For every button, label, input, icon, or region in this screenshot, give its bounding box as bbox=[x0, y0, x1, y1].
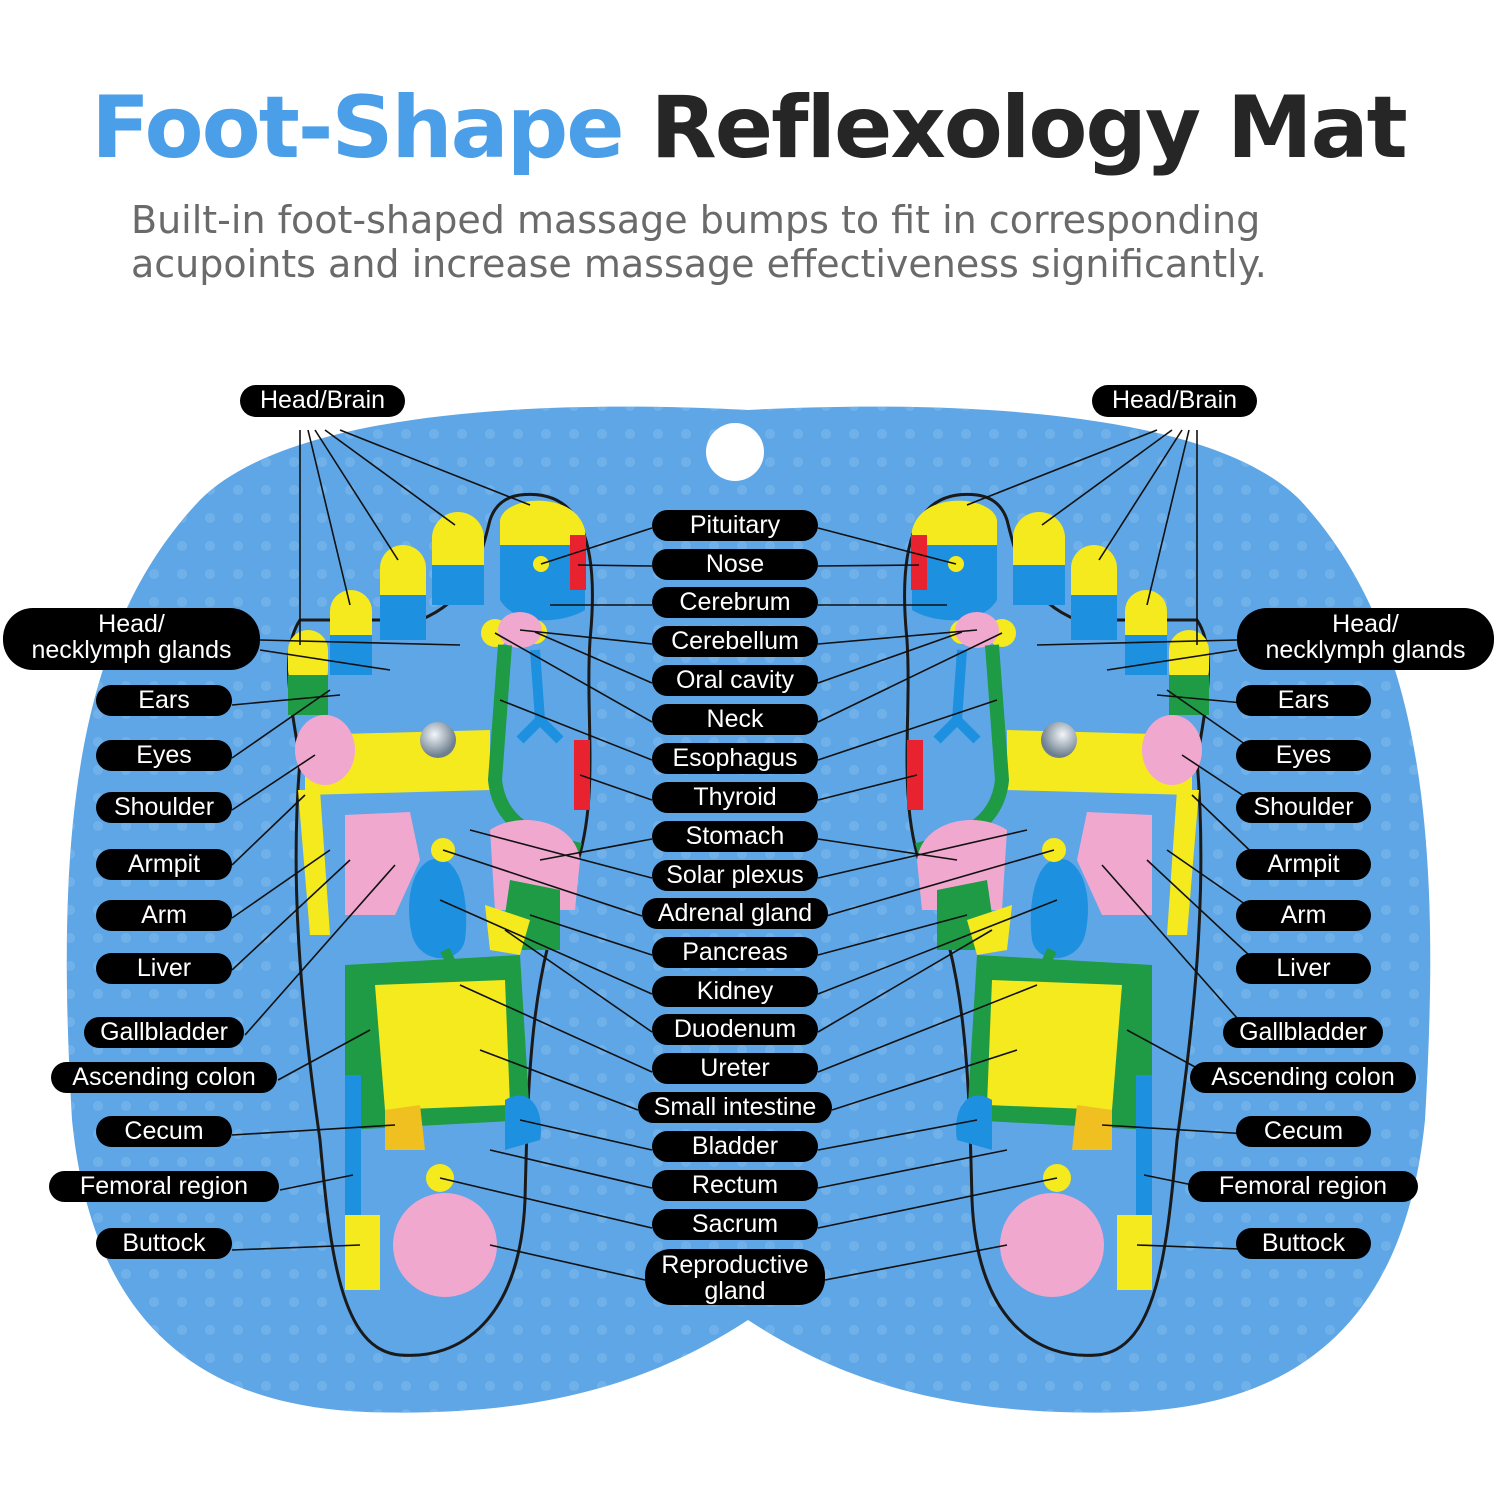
label-head-neck-line2-right: necklymph glands bbox=[1265, 636, 1466, 664]
label-reproductive-line1: Reproductive bbox=[661, 1251, 809, 1279]
label-head-neck-line1-right: Head/ bbox=[1332, 610, 1399, 638]
label-neck: Neck bbox=[652, 704, 818, 735]
right-big-toe-top bbox=[912, 500, 997, 545]
right-foot bbox=[903, 492, 1210, 1357]
right-duodenum-zone bbox=[967, 905, 1012, 955]
right-liver-zone bbox=[1077, 812, 1152, 915]
left-intestine-zone bbox=[375, 980, 510, 1110]
label-rectum: Rectum bbox=[652, 1170, 818, 1201]
right-thyroid-y bbox=[933, 649, 981, 744]
right-bladder-zone bbox=[956, 1095, 992, 1150]
left-arm-strip bbox=[298, 790, 330, 935]
right-eye-zone bbox=[1142, 715, 1202, 785]
label-cecum-right: Cecum bbox=[1236, 1116, 1371, 1147]
right-femoral-strip bbox=[1136, 1075, 1152, 1215]
right-kidney-zone bbox=[1030, 858, 1088, 959]
label-eyes-left: Eyes bbox=[96, 740, 232, 771]
label-stomach: Stomach bbox=[652, 821, 818, 852]
page-title: Foot-Shape Reflexology Mat bbox=[0, 78, 1497, 178]
leader-lines bbox=[231, 429, 1266, 1281]
label-duodenum: Duodenum bbox=[652, 1014, 818, 1045]
left-metal-ball bbox=[420, 722, 456, 758]
left-reproductive-zone bbox=[393, 1193, 497, 1297]
label-gallbladder-right: Gallbladder bbox=[1223, 1017, 1383, 1048]
right-cecum-zone bbox=[1072, 1105, 1112, 1150]
left-thyroid-y bbox=[516, 649, 564, 744]
label-adrenal-gland: Adrenal gland bbox=[642, 898, 828, 929]
left-bladder-zone bbox=[505, 1095, 541, 1150]
label-cerebrum: Cerebrum bbox=[652, 587, 818, 618]
right-toe-3-blue bbox=[1071, 595, 1117, 640]
label-head-neck-line2-left: necklymph glands bbox=[31, 636, 232, 664]
right-buttock-zone bbox=[1117, 1215, 1152, 1290]
left-liver-zone bbox=[345, 812, 420, 915]
label-reproductive-gland: Reproductive gland bbox=[645, 1249, 825, 1305]
label-head-brain-left: Head/Brain bbox=[240, 385, 405, 417]
label-buttock-left: Buttock bbox=[96, 1228, 232, 1259]
label-sacrum: Sacrum bbox=[652, 1209, 818, 1240]
label-thyroid: Thyroid bbox=[652, 782, 818, 813]
label-cecum-left: Cecum bbox=[96, 1116, 232, 1147]
label-armpit-right: Armpit bbox=[1236, 849, 1371, 880]
label-ascending-colon-left: Ascending colon bbox=[51, 1062, 277, 1093]
right-metal-ball bbox=[1041, 722, 1077, 758]
label-head-neck-glands-right: Head/ necklymph glands bbox=[1237, 608, 1494, 670]
label-oral-cavity: Oral cavity bbox=[652, 665, 818, 696]
label-esophagus: Esophagus bbox=[652, 743, 818, 774]
right-reproductive-zone bbox=[1000, 1193, 1104, 1297]
left-toe-3-blue bbox=[380, 595, 426, 640]
label-head-brain-right: Head/Brain bbox=[1092, 385, 1257, 417]
label-head-neck-line1-left: Head/ bbox=[98, 610, 165, 638]
left-toe-5-green bbox=[288, 675, 328, 715]
title-highlight: Foot-Shape bbox=[91, 78, 624, 178]
title-rest: Reflexology Mat bbox=[650, 78, 1408, 178]
subtitle-line-1: Built-in foot-shaped massage bumps to fi… bbox=[131, 198, 1261, 242]
label-liver-right: Liver bbox=[1236, 953, 1371, 984]
label-bladder: Bladder bbox=[652, 1131, 818, 1162]
label-armpit-left: Armpit bbox=[96, 849, 232, 880]
label-femoral-region-left: Femoral region bbox=[49, 1171, 279, 1202]
label-buttock-right: Buttock bbox=[1236, 1228, 1371, 1259]
left-toe-2-blue bbox=[432, 565, 484, 605]
label-shoulder-right: Shoulder bbox=[1236, 792, 1371, 823]
label-reproductive-line2: gland bbox=[704, 1277, 766, 1305]
left-foot bbox=[287, 492, 594, 1357]
right-nose-zone bbox=[911, 535, 927, 590]
label-ears-right: Ears bbox=[1236, 685, 1371, 716]
label-shoulder-left: Shoulder bbox=[96, 792, 232, 823]
right-toe-4-blue bbox=[1125, 635, 1167, 675]
hanging-hole bbox=[706, 423, 764, 481]
left-eye-zone bbox=[295, 715, 355, 785]
label-ureter: Ureter bbox=[652, 1053, 818, 1084]
left-toe-4-blue bbox=[330, 635, 372, 675]
left-buttock-zone bbox=[345, 1215, 380, 1290]
label-arm-right: Arm bbox=[1236, 900, 1371, 931]
left-big-toe-top bbox=[500, 500, 585, 545]
label-kidney: Kidney bbox=[652, 976, 818, 1007]
right-toe-2-blue bbox=[1013, 565, 1065, 605]
label-femoral-region-right: Femoral region bbox=[1188, 1171, 1418, 1202]
label-small-intestine: Small intestine bbox=[638, 1092, 832, 1123]
label-cerebellum: Cerebellum bbox=[652, 626, 818, 657]
label-arm-left: Arm bbox=[96, 900, 232, 931]
label-pituitary: Pituitary bbox=[652, 510, 818, 541]
label-ascending-colon-right: Ascending colon bbox=[1190, 1062, 1416, 1093]
left-cecum-zone bbox=[385, 1105, 425, 1150]
label-liver-left: Liver bbox=[96, 953, 232, 984]
right-toe-5-green bbox=[1169, 675, 1209, 715]
label-gallbladder-left: Gallbladder bbox=[84, 1017, 244, 1048]
left-kidney-zone bbox=[409, 858, 467, 959]
left-nose-zone bbox=[570, 535, 586, 590]
left-femoral-strip bbox=[345, 1075, 361, 1215]
label-eyes-right: Eyes bbox=[1236, 740, 1371, 771]
label-head-neck-glands-left: Head/ necklymph glands bbox=[3, 608, 260, 670]
subtitle-line-2: acupoints and increase massage effective… bbox=[131, 242, 1267, 286]
label-pancreas: Pancreas bbox=[652, 937, 818, 968]
page-subtitle: Built-in foot-shaped massage bumps to fi… bbox=[131, 198, 1431, 286]
label-nose: Nose bbox=[652, 549, 818, 580]
label-ears-left: Ears bbox=[96, 685, 232, 716]
right-arm-strip bbox=[1167, 790, 1199, 935]
label-solar-plexus: Solar plexus bbox=[652, 860, 818, 891]
right-intestine-zone bbox=[987, 980, 1122, 1110]
